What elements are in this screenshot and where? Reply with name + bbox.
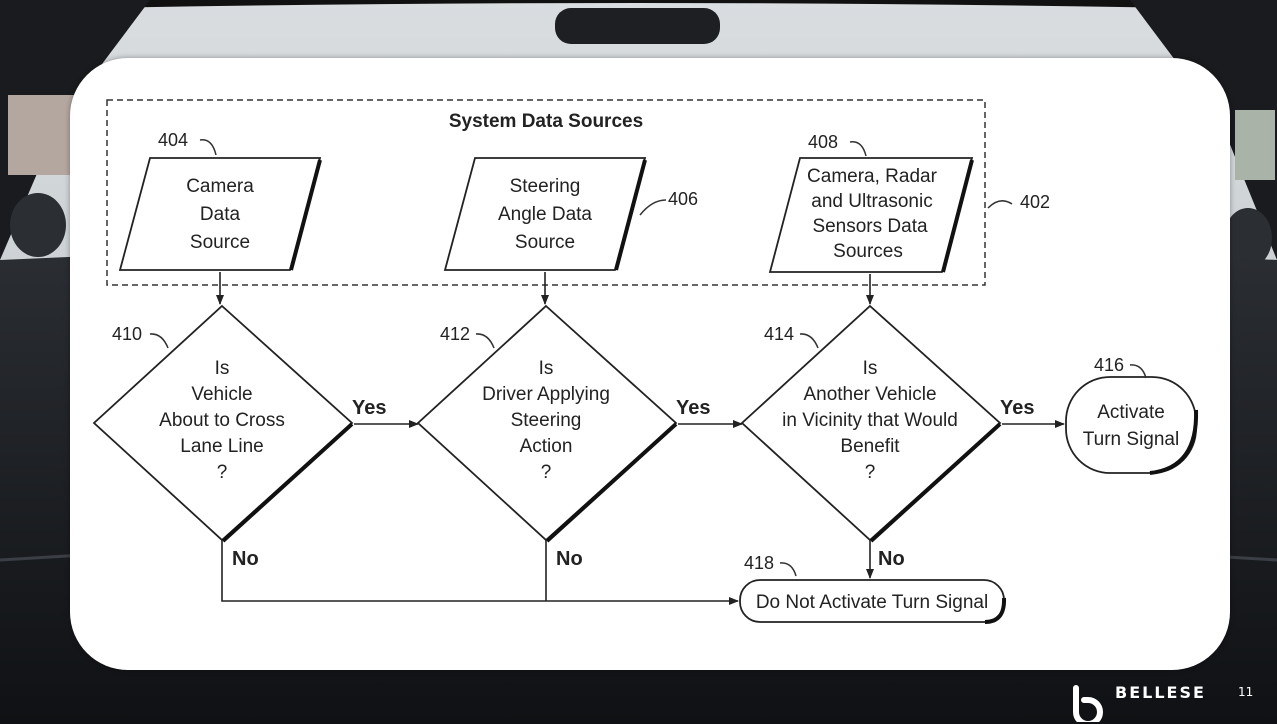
slide-number: 11 (1238, 685, 1254, 699)
group-title: System Data Sources (449, 111, 643, 132)
decision-410-line-3: About to Cross (159, 410, 285, 431)
ref-label-416: 416 (1094, 355, 1124, 375)
input-408-line-1: Camera, Radar (807, 166, 938, 187)
yes-label-412: Yes (676, 397, 710, 419)
input-camera-data-source: Camera Data Source (118, 157, 322, 271)
brand-name: BELLESE (1115, 683, 1206, 702)
decision-412-line-1: Is (539, 358, 554, 379)
decision-414-line-2: Another Vehicle (803, 384, 936, 405)
yes-label-410: Yes (352, 397, 386, 419)
no-label-414: No (878, 548, 905, 570)
input-camera-radar-ultrasonic-sources: Camera, Radar and Ultrasonic Sensors Dat… (768, 157, 974, 273)
decision-410-line-5: ? (217, 462, 228, 483)
decision-410-line-2: Vehicle (191, 384, 252, 405)
yes-label-414: Yes (1000, 397, 1034, 419)
no-label-410: No (232, 548, 259, 570)
decision-another-vehicle: Is Another Vehicle in Vicinity that Woul… (740, 304, 1002, 543)
ref-label-410: 410 (112, 324, 142, 344)
decision-410-line-4: Lane Line (180, 436, 263, 457)
decision-vehicle-cross-lane: Is Vehicle About to Cross Lane Line ? (92, 304, 354, 543)
ref-label-402: 402 (1020, 192, 1050, 212)
input-406-line-3: Source (515, 232, 575, 253)
decision-414-line-5: ? (865, 462, 876, 483)
ref-label-414: 414 (764, 324, 794, 344)
input-404-line-1: Camera (186, 176, 254, 197)
decision-410-line-1: Is (215, 358, 230, 379)
input-408-line-3: Sensors Data (812, 216, 928, 237)
ref-label-418: 418 (744, 553, 774, 573)
decision-414-line-4: Benefit (840, 436, 900, 457)
activate-line-2: Turn Signal (1083, 429, 1179, 450)
decision-414-line-3: in Vicinity that Would (782, 410, 958, 431)
input-404-line-2: Data (200, 204, 241, 225)
activate-line-1: Activate (1097, 402, 1165, 423)
decision-412-line-5: ? (541, 462, 552, 483)
do-not-activate-label: Do Not Activate Turn Signal (756, 592, 988, 613)
input-406-line-2: Angle Data (498, 204, 592, 225)
terminal-do-not-activate: Do Not Activate Turn Signal (739, 579, 1007, 624)
input-406-line-1: Steering (510, 176, 581, 197)
decision-414-line-1: Is (863, 358, 878, 379)
ref-label-406: 406 (668, 189, 698, 209)
input-408-line-4: Sources (833, 241, 903, 262)
decision-412-line-3: Steering (511, 410, 582, 431)
terminal-activate-turn-signal: Activate Turn Signal (1065, 376, 1199, 475)
ref-label-404: 404 (158, 130, 188, 150)
decision-412-line-2: Driver Applying (482, 384, 610, 405)
ref-label-412: 412 (440, 324, 470, 344)
input-steering-angle-data-source: Steering Angle Data Source (443, 157, 647, 271)
ref-label-408: 408 (808, 132, 838, 152)
no-label-412: No (556, 548, 583, 570)
input-404-line-3: Source (190, 232, 250, 253)
input-408-line-2: and Ultrasonic (811, 191, 932, 212)
decision-412-line-4: Action (520, 436, 573, 457)
bellese-logo-icon (1073, 685, 1103, 722)
system-data-sources-group (106, 99, 986, 286)
